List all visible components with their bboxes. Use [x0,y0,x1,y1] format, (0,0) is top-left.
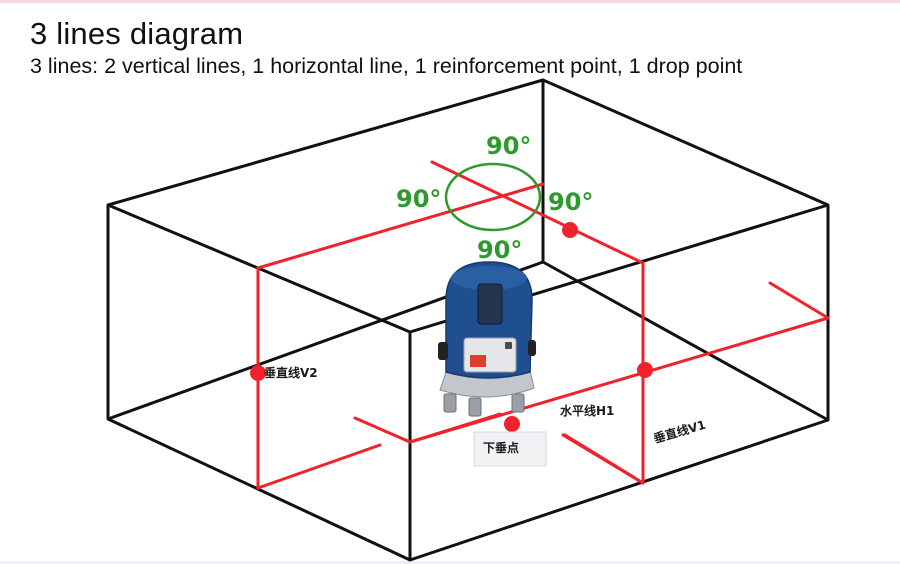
bottom-rule [0,561,900,564]
label-vertical-v1: 垂直线V1 [652,417,708,446]
right-wall-line [768,281,830,320]
device-top-cap [451,266,527,290]
angle-left: 90° [396,185,441,213]
box-edge-bottom-left [107,417,411,562]
drop-point [504,416,520,432]
diagram-title: 3 lines diagram [30,16,244,51]
laser-points [250,222,653,432]
device-logo-badge [470,355,486,367]
front-ray [408,412,502,444]
reinforcement-point [562,222,578,238]
label-drop-point: 下垂点 [483,440,519,455]
point-v2 [250,365,266,381]
point-v1-h1 [637,362,653,378]
box-edge-top-right [542,78,829,207]
device-indicator [505,342,512,349]
device-feet [443,393,525,417]
drop-point-label-bg [473,431,547,467]
room-box [106,78,830,562]
laser-level-device [438,261,536,417]
device-knob-right [528,340,536,356]
angle-bottom: 90° [477,236,522,264]
device-knob-left [438,342,448,360]
floor-line-right-long [561,433,645,485]
label-vertical-v2: 垂直线V2 [264,365,318,380]
top-rule [0,0,900,3]
ceiling-line-b [430,160,645,265]
label-horizontal-h1: 水平线H1 [560,403,614,418]
ceiling-line-a [256,182,545,270]
angle-ellipse [444,162,542,232]
device-window [477,283,503,325]
horizontal-line-left [353,416,412,444]
angle-top: 90° [486,132,531,160]
floor-line-left [256,443,382,490]
laser-lines [256,160,830,490]
angle-right: 90° [548,188,593,216]
box-edge-bottom-right [542,260,829,422]
diagram-subtitle: 3 lines: 2 vertical lines, 1 horizontal … [30,54,743,78]
